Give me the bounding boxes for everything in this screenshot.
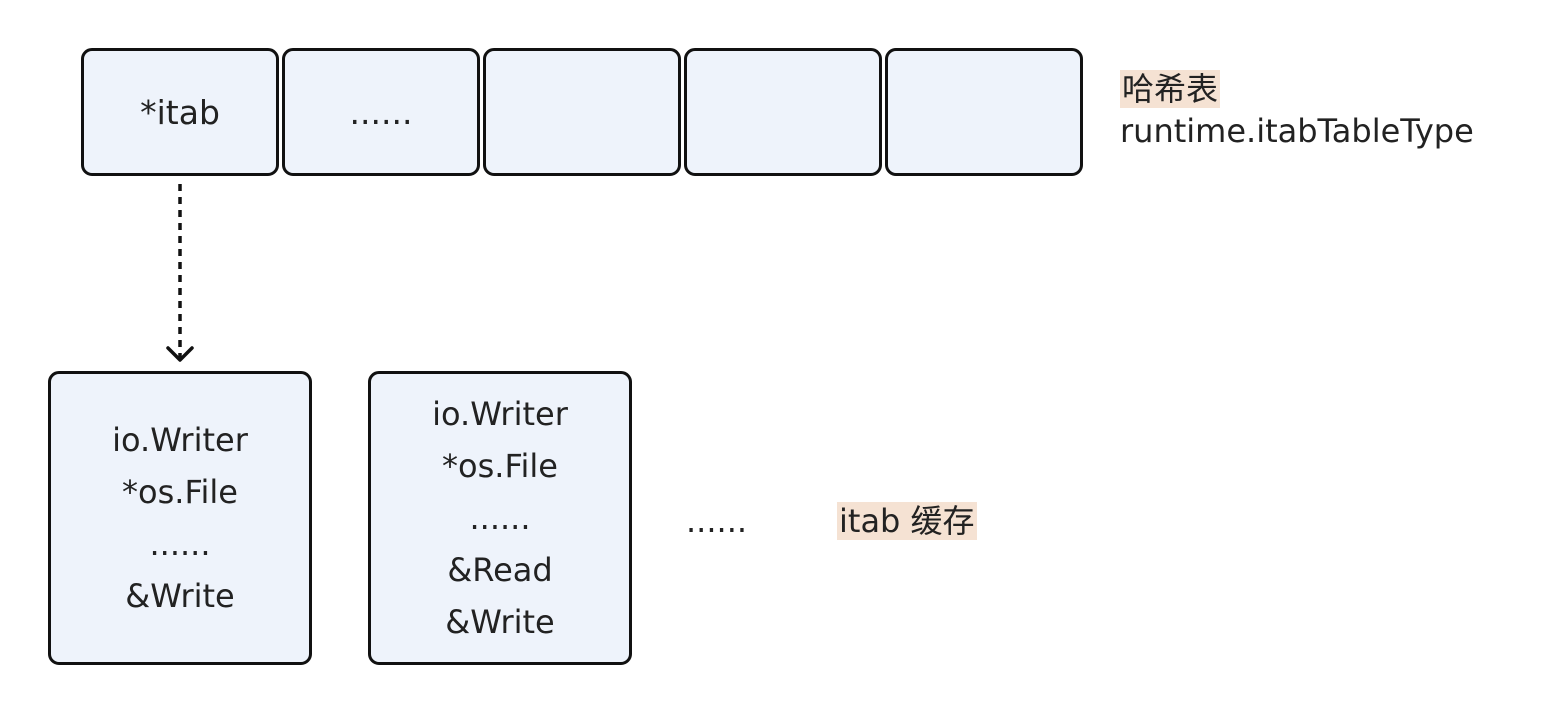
hash-table-label: 哈希表 runtime.itabTableType <box>1120 68 1474 152</box>
itab-cache-entry-1: io.Writer *os.File ...... &Read &Write <box>368 371 632 665</box>
entry-line: *os.File <box>122 473 238 511</box>
hash-table-cell-4 <box>885 48 1083 176</box>
entry-line: io.Writer <box>432 395 568 433</box>
hash-table-type: runtime.itabTableType <box>1120 112 1474 150</box>
hash-table-cell-1: ...... <box>282 48 480 176</box>
itab-cache-title: itab 缓存 <box>837 502 977 540</box>
entry-line: ...... <box>469 499 531 537</box>
entry-line: io.Writer <box>112 421 248 459</box>
hash-table-cell-2 <box>483 48 681 176</box>
pointer-arrow-icon <box>166 184 194 362</box>
hash-table-cell-0: *itab <box>81 48 279 176</box>
itab-cache-label: itab 缓存 <box>837 500 977 542</box>
itab-cache-entry-0: io.Writer *os.File ...... &Write <box>48 371 312 665</box>
entry-line: *os.File <box>442 447 558 485</box>
entry-line: &Write <box>125 577 235 615</box>
cache-ellipsis: ...... <box>686 502 748 540</box>
cell-text: ...... <box>349 92 413 132</box>
entry-line: &Read <box>447 551 553 589</box>
entry-line: &Write <box>445 603 555 641</box>
hash-table-cell-3 <box>684 48 882 176</box>
hash-table-title: 哈希表 <box>1120 70 1221 108</box>
entry-line: ...... <box>149 525 211 563</box>
cell-text: *itab <box>140 92 220 132</box>
